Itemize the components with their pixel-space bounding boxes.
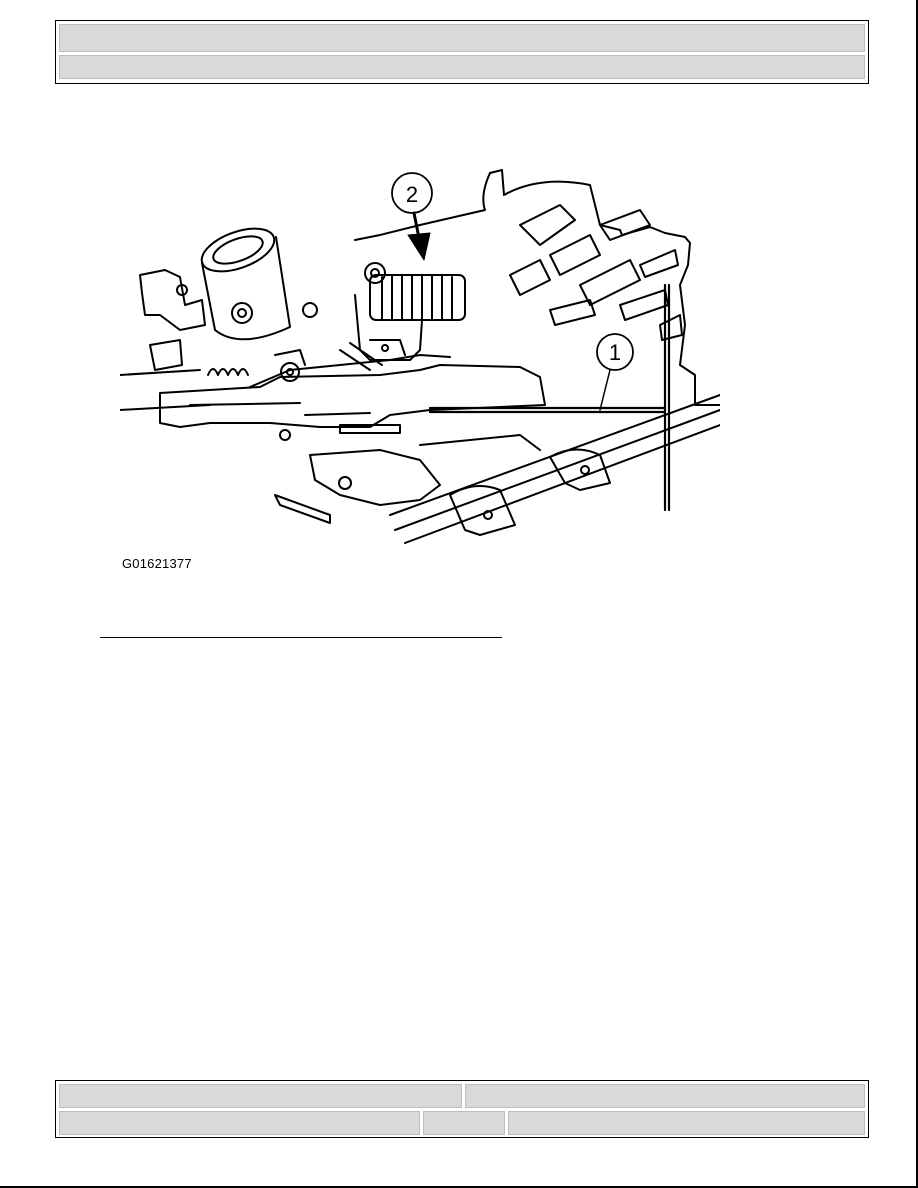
footer-bottom-left xyxy=(59,1111,420,1135)
header-title-bar xyxy=(59,24,865,52)
figure-code: G01621377 xyxy=(122,556,192,571)
bushing-body xyxy=(201,236,291,341)
rail-lines xyxy=(389,394,720,544)
callout-2-circle xyxy=(391,172,433,214)
spring-pin xyxy=(364,262,386,284)
bushing-hole xyxy=(231,302,253,324)
housing-casting xyxy=(489,169,720,406)
section-divider xyxy=(100,637,502,638)
bushing-top xyxy=(200,227,276,273)
footer-bottom-right xyxy=(508,1111,865,1135)
rail-clip-2 xyxy=(549,448,611,491)
gauge-tool xyxy=(428,283,671,512)
technical-illustration: 1 2 xyxy=(120,169,720,544)
small-spring xyxy=(207,368,249,376)
footer-top-right xyxy=(465,1084,865,1108)
footer-top-left xyxy=(59,1084,462,1108)
shift-rail-upper xyxy=(249,354,451,388)
callout-1-label: 1 xyxy=(609,340,621,365)
housing-ribs xyxy=(509,204,679,306)
lower-assembly xyxy=(309,449,441,506)
callout-1-circle xyxy=(596,333,634,371)
document-header xyxy=(55,20,869,84)
bushing-bore xyxy=(212,235,264,265)
left-bracket xyxy=(139,269,206,331)
callout-2-label: 2 xyxy=(406,182,418,207)
document-footer xyxy=(55,1080,869,1138)
roller-left xyxy=(280,362,300,382)
rail-clip-1 xyxy=(449,485,516,536)
upper-casting-edge xyxy=(354,172,491,241)
footer-bottom-middle xyxy=(423,1111,505,1135)
callout-1-leader xyxy=(599,369,611,411)
callout-2-arrow-head xyxy=(407,232,431,261)
header-subtitle-bar xyxy=(59,55,865,79)
housing-ribs-2 xyxy=(549,289,683,341)
main-spring xyxy=(369,274,466,321)
interlock-plate xyxy=(354,294,423,361)
